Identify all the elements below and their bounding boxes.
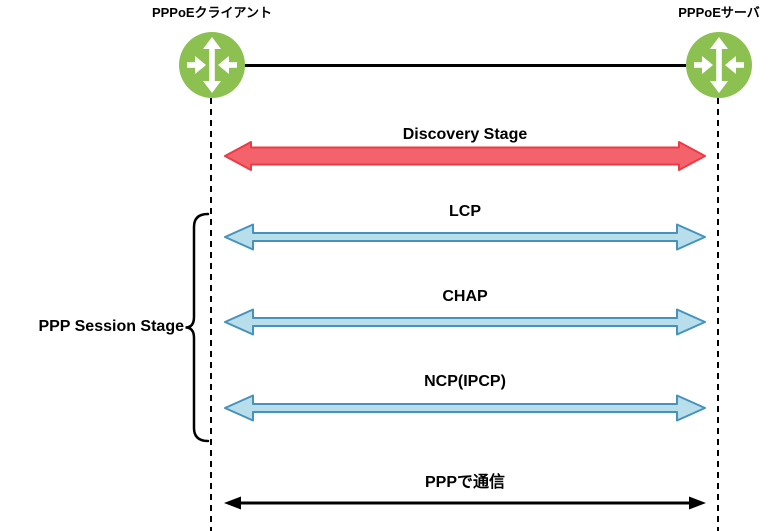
router-icon: [686, 32, 752, 98]
ppp-session-stage-label: PPP Session Stage: [38, 318, 184, 335]
server-lifeline: [717, 98, 719, 531]
ppp-communication-arrow: [224, 496, 706, 510]
chap-label: CHAP: [442, 288, 488, 305]
chap-arrow: [224, 308, 706, 336]
discovery-stage-label: Discovery Stage: [402, 126, 528, 143]
ncp-label: NCP(IPCP): [424, 373, 506, 390]
router-icon: [179, 32, 245, 98]
node-connector-line: [244, 64, 686, 67]
client-node-label: PPPoEクライアント: [151, 5, 273, 20]
ppp-session-stage-brace: [185, 212, 210, 443]
server-node-label: PPPoEサーバ: [678, 5, 760, 20]
ncp-arrow: [224, 394, 706, 422]
lcp-arrow: [224, 223, 706, 251]
client-lifeline: [210, 98, 212, 531]
lcp-label: LCP: [449, 203, 481, 220]
ppp-communication-label: PPPで通信: [424, 474, 506, 491]
discovery-stage-arrow: [224, 141, 706, 171]
